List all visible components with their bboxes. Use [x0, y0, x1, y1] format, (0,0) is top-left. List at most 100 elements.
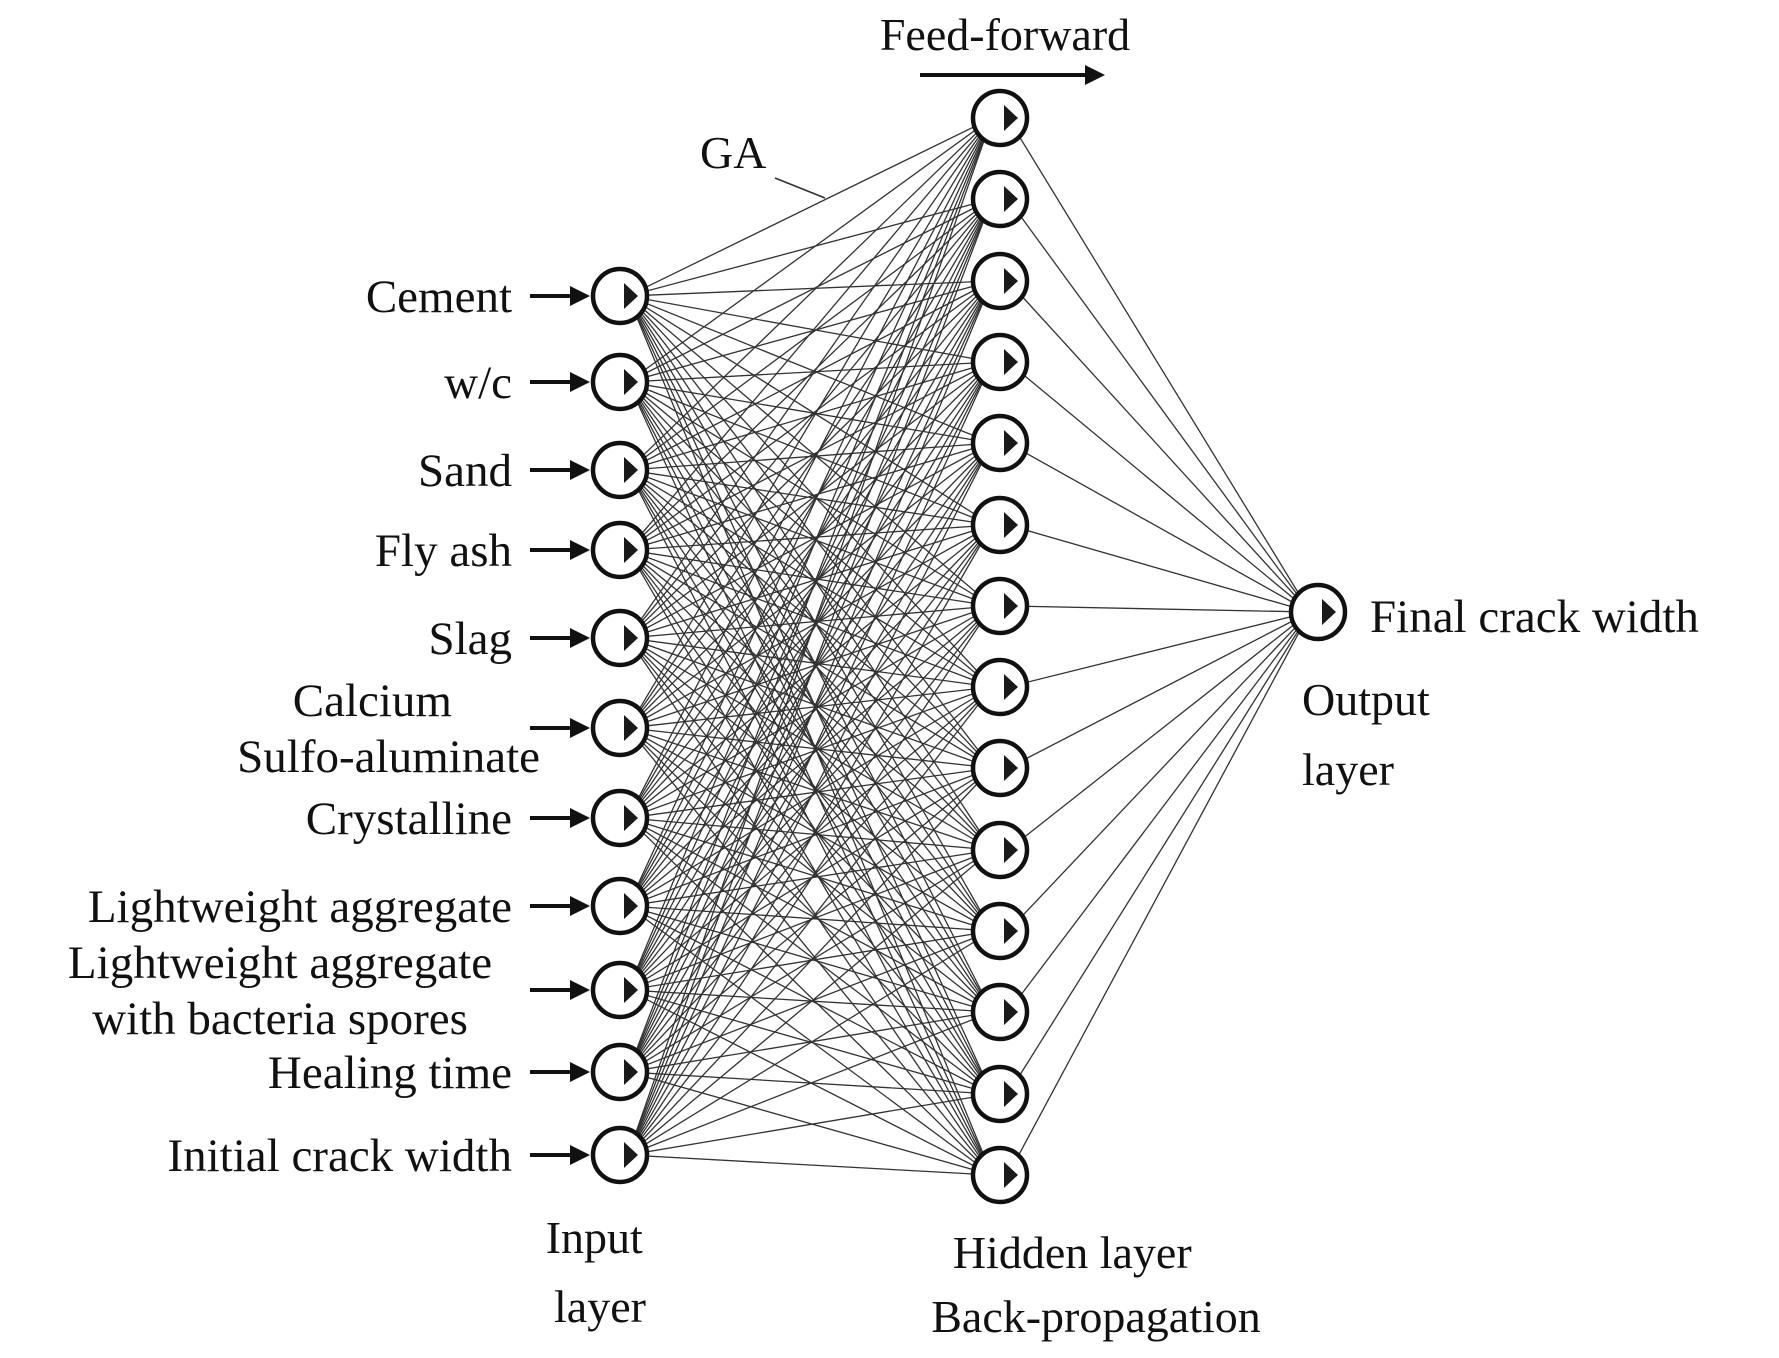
edge-input-5-hidden-4 — [627, 361, 993, 639]
input-neuron-9 — [590, 960, 650, 1020]
edge-input-7-hidden-5 — [627, 442, 993, 819]
edge-input-7-hidden-9 — [627, 767, 993, 819]
input-arrows — [530, 286, 590, 1165]
input-layer-caption: Input layer — [546, 1212, 655, 1332]
edge-input-1-hidden-13 — [627, 295, 993, 1095]
feed-forward-label: Feed-forward — [880, 9, 1130, 60]
edge-input-10-hidden-1 — [627, 117, 993, 1073]
edge-hidden-8-output — [1007, 611, 1311, 688]
edge-input-6-hidden-9 — [627, 727, 993, 769]
input-label-10: Healing time — [268, 1047, 512, 1099]
edge-input-1-hidden-14 — [627, 295, 993, 1176]
input-label-7: Crystalline — [306, 793, 512, 845]
edge-input-4-hidden-3 — [627, 280, 993, 551]
input-neuron-7 — [590, 788, 650, 848]
edge-input-6-hidden-11 — [627, 727, 993, 932]
edge-input-6-hidden-6 — [627, 524, 993, 729]
edge-input-10-hidden-12 — [627, 1011, 993, 1073]
edge-input-5-hidden-6 — [627, 524, 993, 639]
edge-input-6-hidden-2 — [627, 198, 993, 729]
edge-hidden-14-output — [1007, 611, 1311, 1176]
edge-input-11-hidden-14 — [627, 1154, 993, 1176]
edge-hidden-10-output — [1007, 611, 1311, 851]
edge-input-11-hidden-11 — [627, 930, 993, 1156]
hidden-neuron-6 — [970, 495, 1030, 555]
edge-input-11-hidden-2 — [627, 198, 993, 1156]
edge-input-2-hidden-10 — [627, 381, 993, 851]
edge-input-4-hidden-1 — [627, 117, 993, 551]
edge-input-7-hidden-10 — [627, 817, 993, 851]
input-arrow-7 — [530, 808, 590, 828]
edge-hidden-9-output — [1007, 611, 1311, 769]
input-label-3: Sand — [418, 445, 512, 497]
edge-input-1-hidden-3 — [627, 280, 993, 297]
edge-input-1-hidden-6 — [627, 295, 993, 526]
input-label-1: Cement — [366, 271, 512, 323]
edge-input-11-hidden-9 — [627, 767, 993, 1156]
input-neuron-4 — [590, 520, 650, 580]
edge-input-4-hidden-10 — [627, 549, 993, 851]
edge-input-7-hidden-2 — [627, 198, 993, 819]
edge-input-2-hidden-13 — [627, 381, 993, 1095]
input-arrow-2 — [530, 372, 590, 392]
edge-input-1-hidden-4 — [627, 295, 993, 363]
input-label-2: w/c — [444, 357, 512, 409]
edge-input-8-hidden-5 — [627, 442, 993, 907]
edge-input-1-hidden-7 — [627, 295, 993, 607]
input-arrow-5 — [530, 628, 590, 648]
edge-input-1-hidden-11 — [627, 295, 993, 932]
hidden-neuron-5 — [970, 413, 1030, 473]
input-label-11: Initial crack width — [167, 1130, 512, 1182]
output-neuron — [1288, 582, 1348, 642]
input-arrow-8 — [530, 896, 590, 916]
edge-input-8-hidden-1 — [627, 117, 993, 907]
input-arrow-6 — [530, 718, 590, 738]
input-neuron-5 — [590, 608, 650, 668]
edge-input-11-hidden-10 — [627, 849, 993, 1156]
edge-input-4-hidden-5 — [627, 442, 993, 551]
edge-input-2-hidden-5 — [627, 381, 993, 444]
edge-input-2-hidden-9 — [627, 381, 993, 769]
edge-hidden-11-output — [1007, 611, 1311, 932]
edge-input-7-hidden-12 — [627, 817, 993, 1013]
edge-input-3-hidden-1 — [627, 117, 993, 471]
edge-input-3-hidden-10 — [627, 469, 993, 851]
edge-input-5-hidden-3 — [627, 280, 993, 639]
input-arrow-9 — [530, 980, 590, 1000]
edge-input-1-hidden-9 — [627, 295, 993, 769]
edge-input-10-hidden-14 — [627, 1071, 993, 1176]
edge-input-5-hidden-10 — [627, 637, 993, 851]
edge-input-11-hidden-1 — [627, 117, 993, 1156]
hidden-neuron-2 — [970, 169, 1030, 229]
edge-input-2-hidden-12 — [627, 381, 993, 1013]
edge-input-8-hidden-12 — [627, 905, 993, 1013]
edge-hidden-13-output — [1007, 611, 1311, 1095]
hidden-neuron-4 — [970, 332, 1030, 392]
edge-input-7-hidden-14 — [627, 817, 993, 1176]
edge-input-7-hidden-7 — [627, 605, 993, 819]
edge-input-6-hidden-1 — [627, 117, 993, 729]
edge-input-5-hidden-11 — [627, 637, 993, 932]
edge-hidden-3-output — [1007, 280, 1311, 613]
edge-input-3-hidden-6 — [627, 469, 993, 526]
input-label-4: Fly ash — [375, 525, 512, 577]
edge-input-1-hidden-12 — [627, 295, 993, 1013]
edge-input-2-hidden-2 — [627, 198, 993, 383]
hidden-neuron-10 — [970, 820, 1030, 880]
edge-hidden-6-output — [1007, 524, 1311, 613]
edge-input-11-hidden-4 — [627, 361, 993, 1156]
input-neuron-1 — [590, 266, 650, 326]
edge-input-2-hidden-8 — [627, 381, 993, 688]
edge-input-4-hidden-6 — [627, 524, 993, 551]
edge-hidden-5-output — [1007, 442, 1311, 613]
edge-input-6-hidden-8 — [627, 686, 993, 729]
edge-input-7-hidden-11 — [627, 817, 993, 932]
edge-input-5-hidden-1 — [627, 117, 993, 639]
edge-input-6-hidden-3 — [627, 280, 993, 729]
input-arrow-1 — [530, 286, 590, 306]
edge-hidden-7-output — [1007, 605, 1311, 613]
